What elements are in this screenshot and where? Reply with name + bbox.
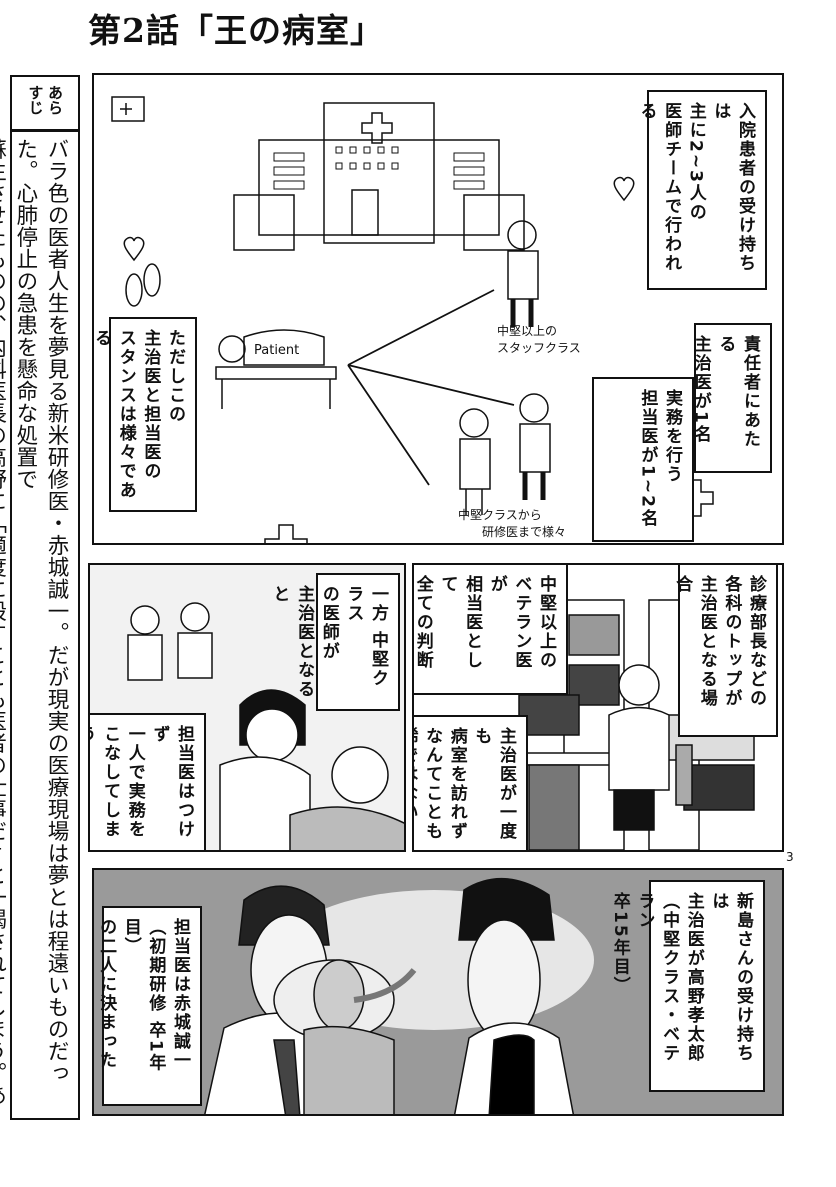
caption-veteran: 中堅以上の ベテラン医が 相当医として 全ての判断や 実務を行う ことが多い (414, 565, 568, 695)
caption-never-visit: 主治医が一度も 病室を訪れず なんてことも 稀ではない (414, 715, 528, 850)
panel-team-assignment: 新島さんの受け持ちは 主治医が高野孝太郎 （中堅クラス・ベテラン 卒15年目） … (92, 868, 784, 1116)
label-mid-to-resident: 中堅クラスから 研修医まで様々 (458, 508, 567, 539)
panel-department-head: 中堅以上の ベテラン医が 相当医として 全ての判断や 実務を行う ことが多い 主… (412, 563, 784, 852)
patient-label: Patient (254, 343, 300, 358)
caption-no-resident: 担当医はつけず 一人で実務を こなしてしまう 場合もある (90, 713, 206, 850)
synopsis-text: バラ色の医者人生を夢見る新米研修医・赤城誠一。だが現実の医療現場は夢とは程遠いも… (0, 130, 80, 1120)
synopsis-header: あら すじ (10, 75, 80, 131)
doctors-and-patient-illustration (204, 878, 594, 1114)
panel-team-diagram: Patient 入院患者の受け持ちは 主に2~3人の 医師チームで行われる ただ… (92, 73, 784, 545)
caption-mid-class: 一方 中堅クラス の医師が 主治医となると (269, 573, 400, 711)
caption-resident: 実務を行う 担当医が1~2名 (592, 377, 694, 542)
doctor-with-patient-illustration (127, 602, 404, 850)
head-doctor-office-illustration (518, 599, 755, 850)
panel-mid-class-doctor: 一方 中堅クラス の医師が 主治医となると 担当医はつけず 一人で実務を こなし… (88, 563, 406, 852)
label-staff-class: 中堅以上の スタッフクラス (497, 324, 581, 355)
caption-attending-takano: 新島さんの受け持ちは 主治医が高野孝太郎 （中堅クラス・ベテラン 卒15年目） (610, 880, 765, 1092)
page-number: 3 (786, 850, 794, 864)
caption-stance: ただしこの 主治医と担当医の スタンスは様々である (94, 317, 197, 512)
chapter-title: 第2話「王の病室」 (88, 11, 384, 50)
caption-team: 入院患者の受け持ちは 主に2~3人の 医師チームで行われる (636, 90, 767, 290)
caption-department-head: 診療部長などの 各科のトップが 主治医となる場合 (672, 565, 778, 737)
caption-resident-akagi: 担当医は赤城誠一 （初期研修 卒1年目） の二人に決まった (96, 906, 202, 1106)
hospital-illustration (111, 96, 714, 543)
caption-attending: 責任者にあたる 主治医が1名 (691, 323, 772, 473)
